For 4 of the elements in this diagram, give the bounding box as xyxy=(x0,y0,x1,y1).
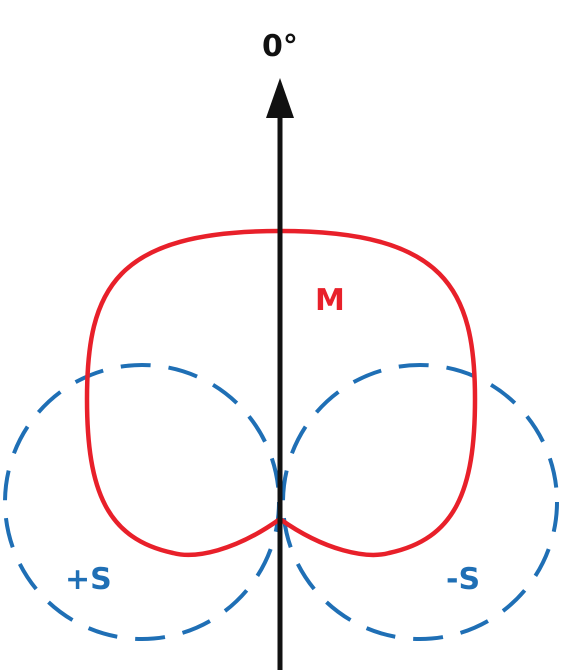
angle-label: 0° xyxy=(262,30,298,64)
pattern-label: -S xyxy=(446,563,480,597)
pattern-label: M xyxy=(315,284,345,318)
pattern-label: +S xyxy=(65,563,112,597)
